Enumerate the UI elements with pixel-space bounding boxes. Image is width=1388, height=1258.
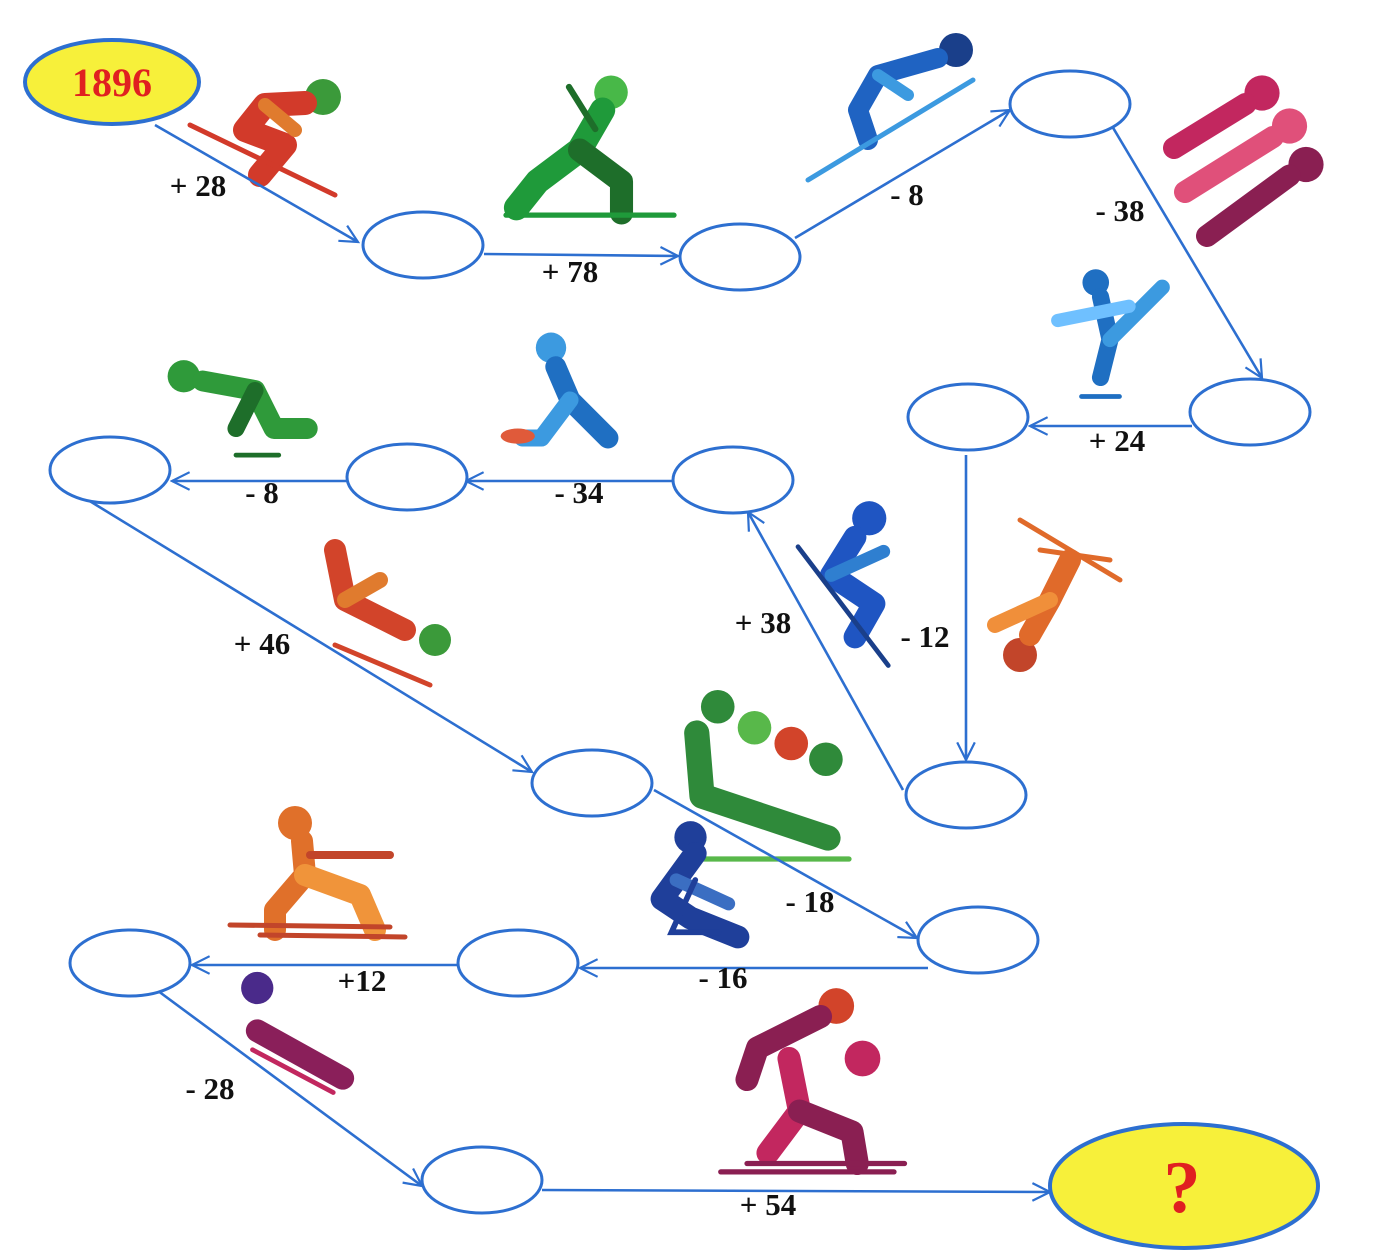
year-box-12[interactable] <box>456 928 580 998</box>
step-label-9: - 8 <box>245 475 279 510</box>
step-label-8: - 34 <box>554 475 603 510</box>
speed-skater-icon <box>167 360 318 458</box>
arrow-11 <box>653 788 917 938</box>
bobsleigh-icon <box>684 689 852 862</box>
step-label-15: + 54 <box>740 1187 796 1222</box>
cross-country-skier-icon <box>227 806 408 941</box>
year-box-14[interactable] <box>420 1145 544 1215</box>
arrow-15 <box>541 1190 1050 1192</box>
freestyle-skier-icon <box>987 517 1123 672</box>
year-box-9[interactable] <box>48 435 172 505</box>
step-label-12: - 16 <box>698 960 747 995</box>
year-box-7[interactable] <box>671 445 795 515</box>
step-label-layer: + 28 + 78 - 8 - 38 + 24 - 12 + 38 - 34 - 8 + 46 - … <box>170 168 1145 1222</box>
year-box-4[interactable] <box>1188 377 1312 447</box>
pictogram-layer <box>167 33 1324 1176</box>
year-box-5[interactable] <box>906 382 1030 452</box>
figure-skater-icon <box>1051 269 1170 399</box>
biathlete-icon <box>503 75 677 225</box>
luge-slider-icon <box>241 971 355 1095</box>
year-box-6[interactable] <box>904 760 1028 830</box>
arrow-6 <box>748 512 905 791</box>
nordic-combined-icon <box>718 988 908 1176</box>
hockey-player-icon <box>650 821 750 949</box>
step-label-13: +12 <box>338 963 387 998</box>
year-box-8[interactable] <box>345 442 469 512</box>
step-label-3: - 8 <box>890 177 924 212</box>
step-label-5: + 24 <box>1089 423 1145 458</box>
arrow-4 <box>1110 125 1262 378</box>
result-oval: ? <box>1048 1122 1320 1250</box>
step-label-6: - 12 <box>900 619 949 654</box>
arrow-14 <box>149 983 422 1186</box>
arrow-layer <box>87 110 1262 1192</box>
arrow-10 <box>87 498 532 772</box>
year-box-1[interactable] <box>361 210 485 280</box>
snowboarder-icon <box>795 501 891 668</box>
year-box-13[interactable] <box>68 928 192 998</box>
skeleton-slider-icon <box>324 539 451 688</box>
year-box-11[interactable] <box>916 905 1040 975</box>
step-label-10: + 46 <box>234 626 290 661</box>
arrow-2 <box>483 254 678 256</box>
arrow-1 <box>154 123 358 242</box>
ski-jumper-icon <box>805 33 976 183</box>
year-box-3[interactable] <box>1008 69 1132 139</box>
year-box-10[interactable] <box>530 748 654 818</box>
curler-icon <box>500 332 619 449</box>
node-layer: 1896? <box>23 38 1320 1250</box>
step-label-7: + 38 <box>735 605 791 640</box>
step-label-4: - 38 <box>1095 193 1144 228</box>
speed-skater-group-icon <box>1162 75 1324 248</box>
alpine-skier-icon <box>187 79 341 198</box>
question-mark-label: ? <box>1164 1147 1201 1229</box>
step-label-1: + 28 <box>170 168 226 203</box>
start-oval: 1896 <box>23 38 201 126</box>
step-label-11: - 18 <box>785 884 834 919</box>
year-box-2[interactable] <box>678 222 802 292</box>
step-label-14: - 28 <box>185 1071 234 1106</box>
arrow-3 <box>794 110 1010 240</box>
step-label-2: + 78 <box>542 254 598 289</box>
start-year-label: 1896 <box>72 60 152 105</box>
